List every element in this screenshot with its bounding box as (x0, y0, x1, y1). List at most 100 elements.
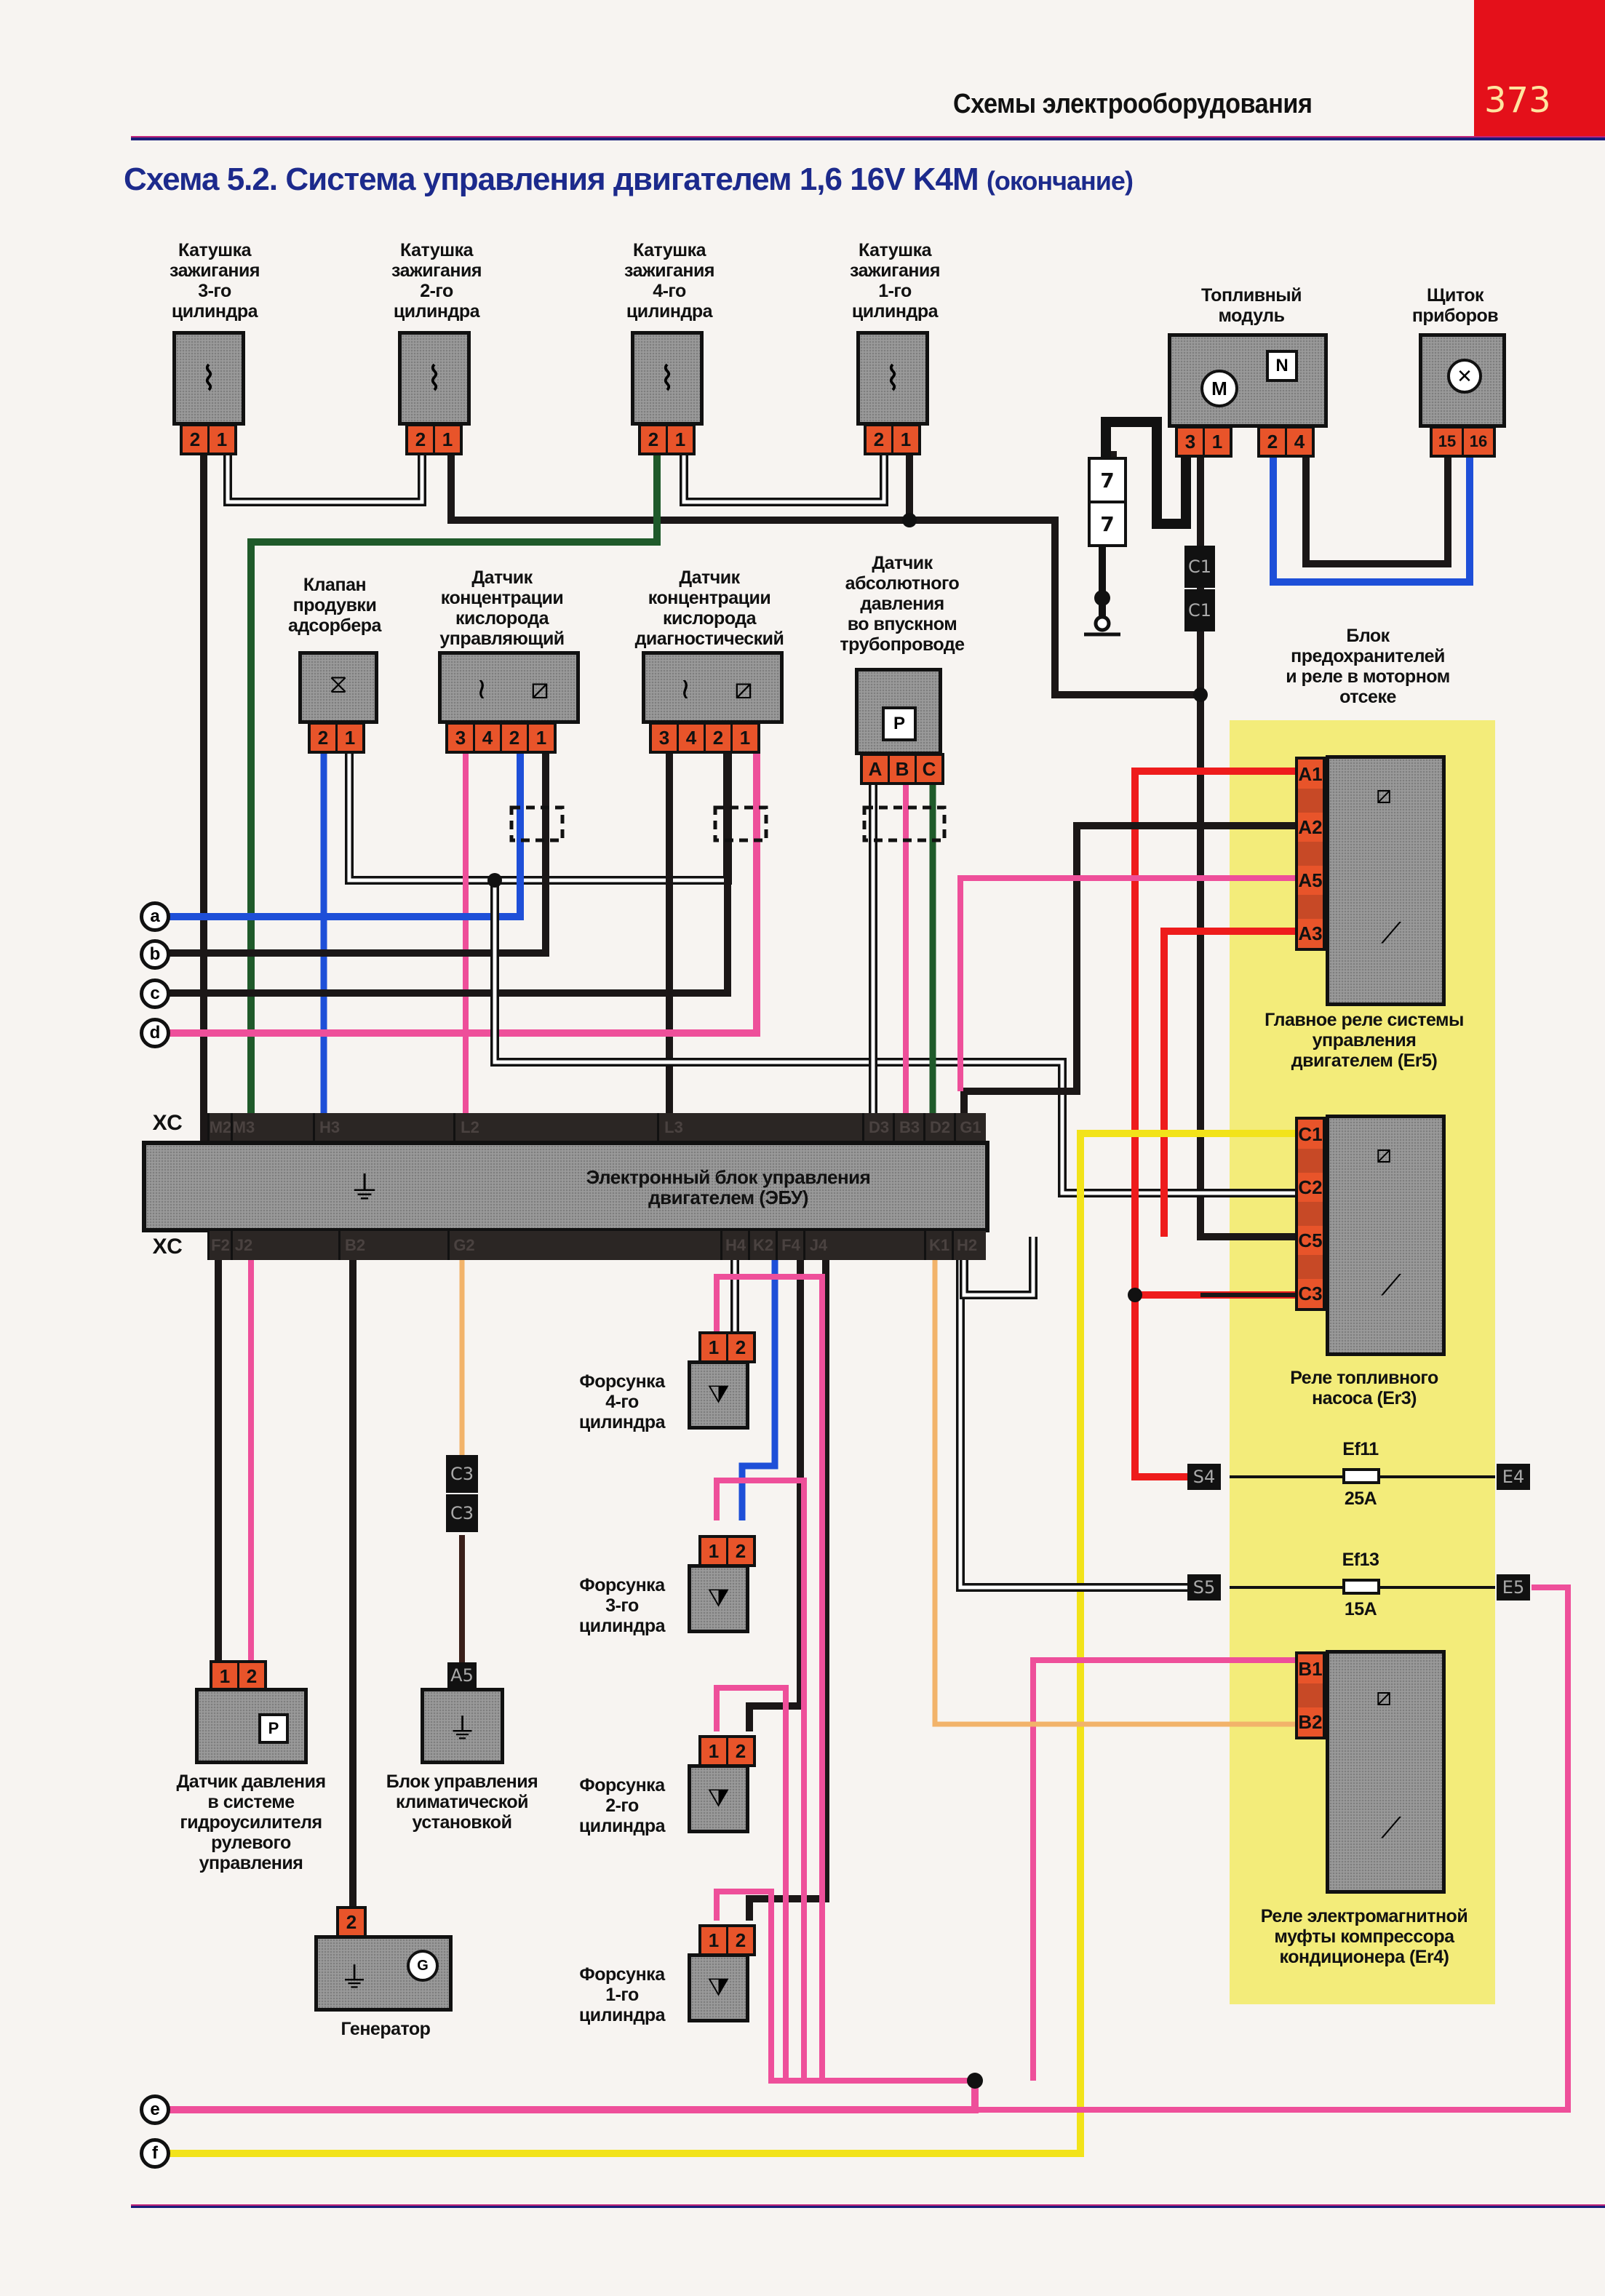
wire-pink (957, 875, 1295, 1091)
injector-cyl4-pins: 1 2 (698, 1331, 756, 1363)
ignition-coil-cyl2: ⌇ (398, 331, 471, 426)
junction-dot (1193, 687, 1208, 702)
fuse-ef11 (1342, 1468, 1380, 1484)
pin: A3 (1298, 919, 1323, 948)
off-page-connector-c[interactable]: c (140, 978, 170, 1009)
pin: 2 (183, 426, 207, 453)
header-rule (131, 136, 1605, 140)
coil-icon: ⌇ (426, 359, 443, 397)
fuel-module-label: Топливный модуль (1200, 285, 1302, 326)
generator-icon: G (407, 1950, 439, 1982)
off-page-connector-d[interactable]: d (140, 1018, 170, 1048)
ecu-pin: H3 (313, 1113, 344, 1142)
terminal-s4: S4 (1187, 1464, 1221, 1490)
ecu-pin: L2 (453, 1113, 485, 1142)
ecu-connector-label-top: XC (152, 1111, 183, 1135)
pin-empty (1298, 1149, 1323, 1173)
ignition-coil-cyl3: ⌇ (172, 331, 245, 426)
fuel-module: M N (1168, 333, 1328, 428)
junction-dot (1128, 1288, 1142, 1302)
inline-connector-7-top: 7 (1088, 457, 1127, 503)
pin: 1 (701, 1738, 726, 1764)
junctions (487, 513, 1208, 2089)
o2-sensor-diag-label: Датчик концентрации кислорода диагностич… (634, 567, 784, 649)
off-page-connector-a[interactable]: a (140, 901, 170, 932)
ps-sensor-pins: 1 2 (210, 1660, 267, 1692)
ecu-label: Электронный блок управления двигателем (… (586, 1166, 871, 1208)
wire-orange (932, 1232, 1295, 1727)
off-page-connector-f[interactable]: f (140, 2138, 170, 2169)
ps-pressure-sensor: P (195, 1688, 308, 1764)
pin: B1 (1298, 1654, 1323, 1683)
pin: 1 (701, 1538, 726, 1564)
shield-marker (713, 805, 768, 842)
fuse-ef11-rating: 25A (1344, 1488, 1377, 1509)
solenoid-valve-icon: ⧖ (329, 668, 348, 698)
purge-valve-label: Клапан продувки адсорбера (288, 575, 381, 636)
coil-cyl3-pins: 2 1 (180, 423, 237, 455)
ecu-pin: M2 (207, 1113, 231, 1142)
purge-valve-pins: 2 1 (308, 722, 365, 754)
wire-white-double (680, 451, 888, 506)
injector-cyl1: ⧩ (688, 1953, 749, 2022)
pin-empty (1298, 1202, 1323, 1226)
wire-pink (714, 1889, 975, 2084)
injector-icon: ⧩ (707, 1381, 730, 1408)
pin-empty (1298, 789, 1323, 813)
ecu-pin: F2 (207, 1231, 231, 1260)
pin: A2 (1298, 813, 1323, 842)
coil-icon: ⌇ (200, 359, 218, 397)
pin: 1 (701, 1334, 726, 1360)
wire-white-double (223, 451, 426, 506)
wire-yellow (153, 1130, 1295, 2157)
injector-cyl4-label: Форсунка 4-го цилиндра (578, 1371, 666, 1432)
pin: 2 (728, 1738, 753, 1764)
junction-dot (1094, 590, 1110, 606)
off-page-connector-e[interactable]: e (140, 2094, 170, 2125)
ps-pressure-sensor-label: Датчик давления в системе гидроусилителя… (176, 1771, 326, 1873)
ecu-pin: G1 (954, 1113, 985, 1142)
pin: 2 (502, 725, 527, 751)
page-tab (1474, 0, 1605, 138)
heater-icon: ≀ (680, 673, 691, 705)
fuel-pump-relay-label: Реле топливного насоса (Er3) (1290, 1368, 1438, 1408)
injector-cyl2-pins: 1 2 (698, 1735, 756, 1767)
pin: 1 (893, 426, 918, 453)
pin: 2 (867, 426, 891, 453)
ecu-bottom-connector: F2 J2 B2 G2 H4 K2 F4 J4 K1 H2 (207, 1231, 986, 1260)
off-page-connector-b[interactable]: b (140, 939, 170, 970)
pin: B2 (1298, 1707, 1323, 1737)
coil-cyl2-label: Катушка зажигания 2-го цилиндра (391, 240, 482, 322)
ecu-pin: J4 (803, 1231, 832, 1260)
instrument-cluster: ✕ (1419, 333, 1506, 428)
pin: B (890, 756, 915, 782)
sensor-element-icon: ⧄ (734, 672, 753, 705)
wire-pink (1030, 1657, 1295, 2081)
wire-black (1197, 695, 1295, 1240)
ecu-pin: K2 (748, 1231, 776, 1260)
ecu-pin: G2 (447, 1231, 479, 1260)
wire-green (247, 451, 661, 1141)
junction-dot (967, 2073, 983, 2089)
fuel-pump-relay-pins: C1 C2 C5 C3 (1295, 1117, 1326, 1311)
shield-marker (509, 805, 565, 842)
coil-cyl4-label: Катушка зажигания 4-го цилиндра (624, 240, 714, 322)
fuse-ef13-name: Ef13 (1342, 1550, 1379, 1570)
scheme-title: Схема 5.2. Система управления двигателем… (124, 162, 1134, 198)
shield-marker (862, 805, 947, 842)
coil-cyl1-label: Катушка зажигания 1-го цилиндра (850, 240, 940, 322)
pin: 3 (652, 725, 677, 751)
ecu-body: ⏚ Электронный блок управления двигателем… (142, 1141, 989, 1232)
inline-connector-c3-top: C3 (446, 1455, 478, 1493)
injector-cyl2: ⧩ (688, 1764, 749, 1833)
wire-pink (714, 1274, 825, 2081)
fuse-ef11-name: Ef11 (1342, 1439, 1379, 1459)
o2-sensor-diagnostic: ≀ ⧄ (642, 651, 784, 724)
pin: 1 (701, 1927, 726, 1953)
ignition-coil-cyl4: ⌇ (631, 331, 704, 426)
main-relay-label: Главное реле системы управления двигател… (1265, 1010, 1464, 1071)
electronic-unit-icon: ⏚ (349, 1171, 381, 1206)
injector-icon: ⧩ (707, 1974, 730, 2001)
injector-icon: ⧩ (707, 1585, 730, 1612)
pin: 1 (210, 426, 234, 453)
